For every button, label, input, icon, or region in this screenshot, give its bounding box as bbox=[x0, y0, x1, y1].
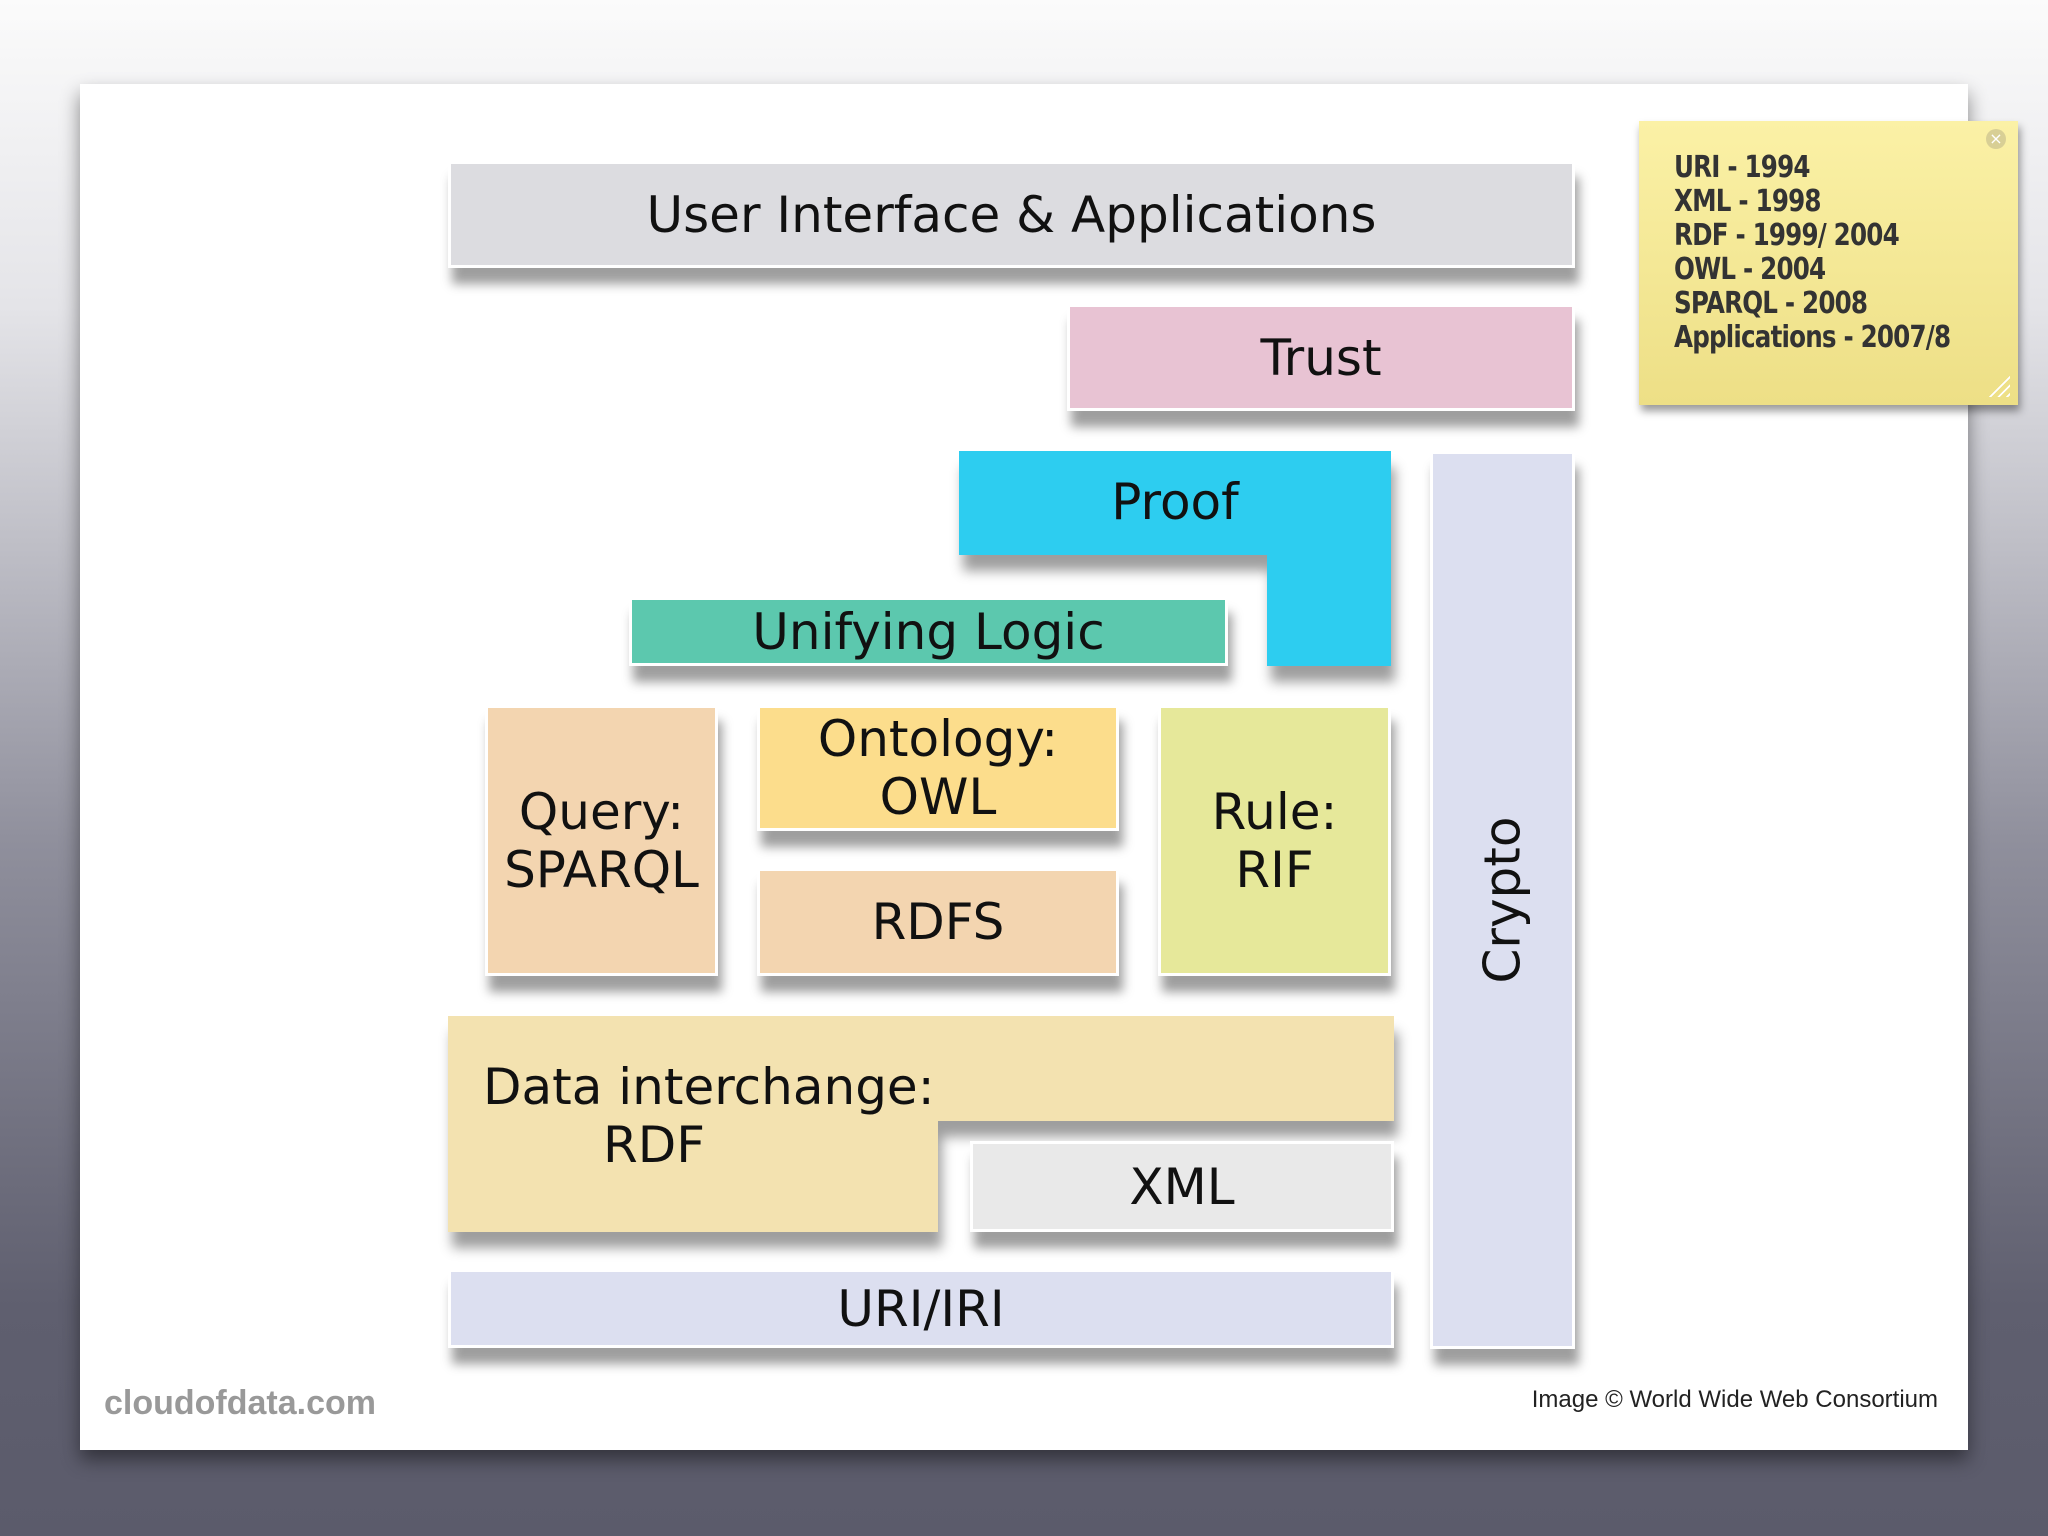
layer-proof-label: Proof bbox=[1111, 473, 1239, 531]
sticky-line: RDF - 1999/ 2004 bbox=[1674, 218, 1900, 253]
layer-xml-label: XML bbox=[1129, 1157, 1235, 1216]
layer-crypto-label: Crypto bbox=[1473, 816, 1532, 984]
site-watermark: cloudofdata.com bbox=[104, 1384, 377, 1422]
layer-rule-label-2: RIF bbox=[1235, 840, 1314, 899]
layer-ui: User Interface & Applications bbox=[448, 161, 1575, 268]
sticky-line: Applications - 2007/8 bbox=[1674, 320, 1951, 355]
layer-xml: XML bbox=[970, 1141, 1394, 1232]
layer-crypto: Crypto bbox=[1430, 451, 1575, 1349]
layer-query: Query: SPARQL bbox=[485, 705, 718, 976]
layer-unifying-logic: Unifying Logic bbox=[629, 597, 1228, 666]
layer-ui-label: User Interface & Applications bbox=[646, 185, 1377, 244]
sticky-line: XML - 1998 bbox=[1674, 184, 1822, 219]
sticky-line: OWL - 2004 bbox=[1674, 252, 1826, 287]
layer-trust: Trust bbox=[1067, 304, 1575, 411]
layer-rdfs-label: RDFS bbox=[871, 893, 1005, 951]
layer-query-label-1: Query: bbox=[518, 782, 685, 841]
sticky-line: URI - 1994 bbox=[1674, 150, 1811, 185]
layer-ontology-label-2: OWL bbox=[879, 768, 997, 826]
layer-ontology: Ontology: OWL bbox=[757, 705, 1119, 831]
resize-grip-icon[interactable] bbox=[1988, 375, 2010, 397]
layer-rdfs: RDFS bbox=[757, 868, 1119, 976]
image-credit: Image © World Wide Web Consortium bbox=[1531, 1386, 1938, 1413]
layer-data-label-2: RDF bbox=[603, 1116, 706, 1174]
sticky-line: SPARQL - 2008 bbox=[1674, 286, 1868, 321]
layer-query-label-2: SPARQL bbox=[504, 840, 699, 899]
layer-rule: Rule: RIF bbox=[1158, 705, 1391, 976]
layer-uri: URI/IRI bbox=[448, 1269, 1394, 1348]
sticky-note[interactable]: × URI - 1994 XML - 1998 RDF - 1999/ 2004… bbox=[1639, 121, 2018, 405]
layer-data-label-1: Data interchange: bbox=[483, 1058, 935, 1116]
close-icon[interactable]: × bbox=[1986, 129, 2006, 149]
layer-uri-label: URI/IRI bbox=[837, 1279, 1005, 1338]
layer-ontology-label-1: Ontology: bbox=[817, 710, 1059, 768]
layer-unifying-logic-label: Unifying Logic bbox=[752, 602, 1105, 661]
layer-rule-label-1: Rule: bbox=[1211, 782, 1338, 841]
layer-trust-label: Trust bbox=[1260, 328, 1382, 387]
